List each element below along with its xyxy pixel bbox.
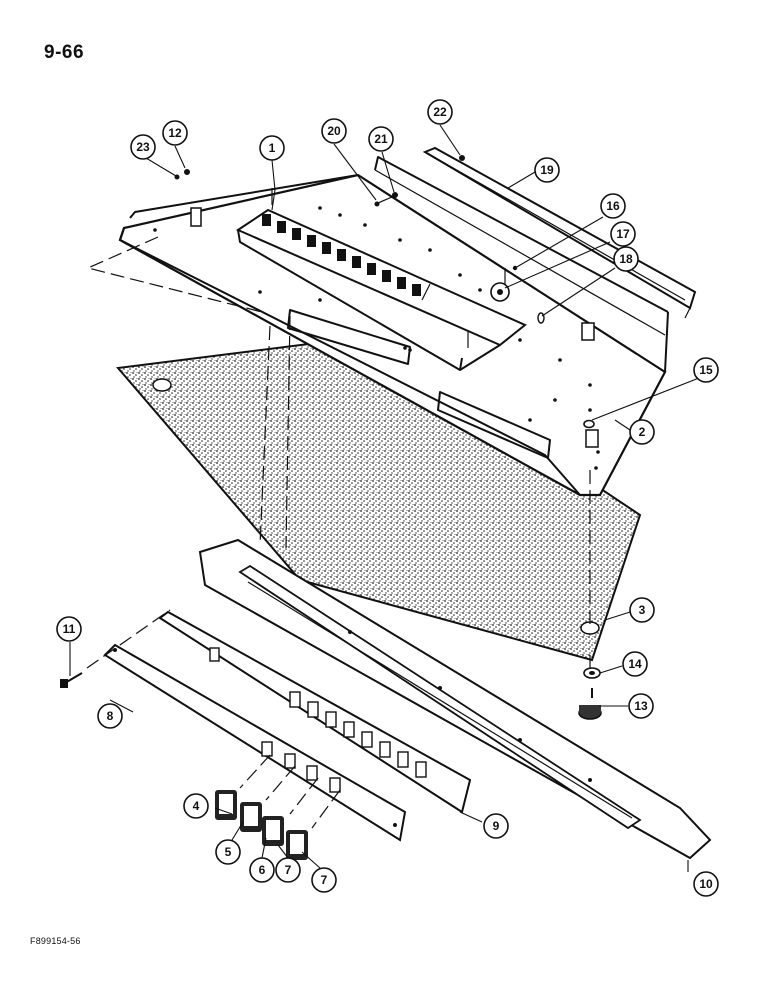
svg-text:21: 21	[374, 132, 388, 146]
callout-18: 18	[613, 246, 639, 272]
switch-plate	[158, 610, 472, 814]
callout-7b: 7	[311, 867, 337, 893]
svg-text:14: 14	[628, 657, 642, 671]
callout-5: 5	[215, 839, 241, 865]
svg-text:13: 13	[634, 699, 648, 713]
svg-text:18: 18	[619, 252, 633, 266]
callout-16: 16	[600, 193, 626, 219]
callout-22: 22	[427, 99, 453, 125]
callout-21: 21	[368, 126, 394, 152]
svg-text:4: 4	[193, 799, 200, 813]
svg-text:5: 5	[225, 845, 232, 859]
callout-1: 1	[259, 135, 285, 161]
svg-text:2: 2	[639, 425, 646, 439]
callout-20: 20	[321, 118, 347, 144]
svg-text:10: 10	[699, 877, 713, 891]
callout-12: 12	[162, 120, 188, 146]
svg-text:22: 22	[433, 105, 447, 119]
svg-text:9: 9	[493, 819, 500, 833]
callout-3: 3	[629, 597, 655, 623]
callout-11: 11	[56, 616, 82, 642]
hardware	[174, 155, 595, 429]
callout-4: 4	[183, 793, 209, 819]
callout-10: 10	[693, 871, 719, 897]
svg-text:19: 19	[540, 163, 554, 177]
svg-text:12: 12	[168, 126, 182, 140]
leader-lines	[69, 124, 700, 872]
callout-17: 17	[610, 221, 636, 247]
svg-text:7: 7	[321, 873, 328, 887]
svg-text:3: 3	[639, 603, 646, 617]
svg-text:16: 16	[606, 199, 620, 213]
lower-trim-channel	[198, 538, 712, 860]
callout-9: 9	[483, 813, 509, 839]
callout-6: 6	[249, 857, 275, 883]
callout-15: 15	[693, 357, 719, 383]
svg-text:23: 23	[136, 140, 150, 154]
callout-14: 14	[622, 651, 648, 677]
alignment-lines	[86, 236, 591, 829]
svg-text:11: 11	[63, 622, 76, 636]
callout-13: 13	[628, 693, 654, 719]
cover-plate	[103, 643, 407, 842]
svg-text:7: 7	[285, 863, 292, 877]
isolator-mount	[578, 667, 602, 720]
callout-23: 23	[130, 134, 156, 160]
svg-text:15: 15	[699, 363, 713, 377]
terminal-strip	[235, 188, 527, 371]
figure-code: F899154-56	[30, 936, 81, 946]
svg-text:1: 1	[269, 141, 276, 155]
screw	[60, 672, 83, 688]
svg-text:17: 17	[616, 227, 630, 241]
callout-2: 2	[629, 419, 655, 445]
callout-19: 19	[534, 157, 560, 183]
console-panel	[118, 156, 669, 497]
svg-text:20: 20	[327, 124, 341, 138]
callout-8: 8	[97, 703, 123, 729]
page-number: 9-66	[44, 42, 85, 63]
svg-text:6: 6	[259, 863, 266, 877]
svg-text:8: 8	[107, 709, 114, 723]
callout-7a: 7	[275, 857, 301, 883]
